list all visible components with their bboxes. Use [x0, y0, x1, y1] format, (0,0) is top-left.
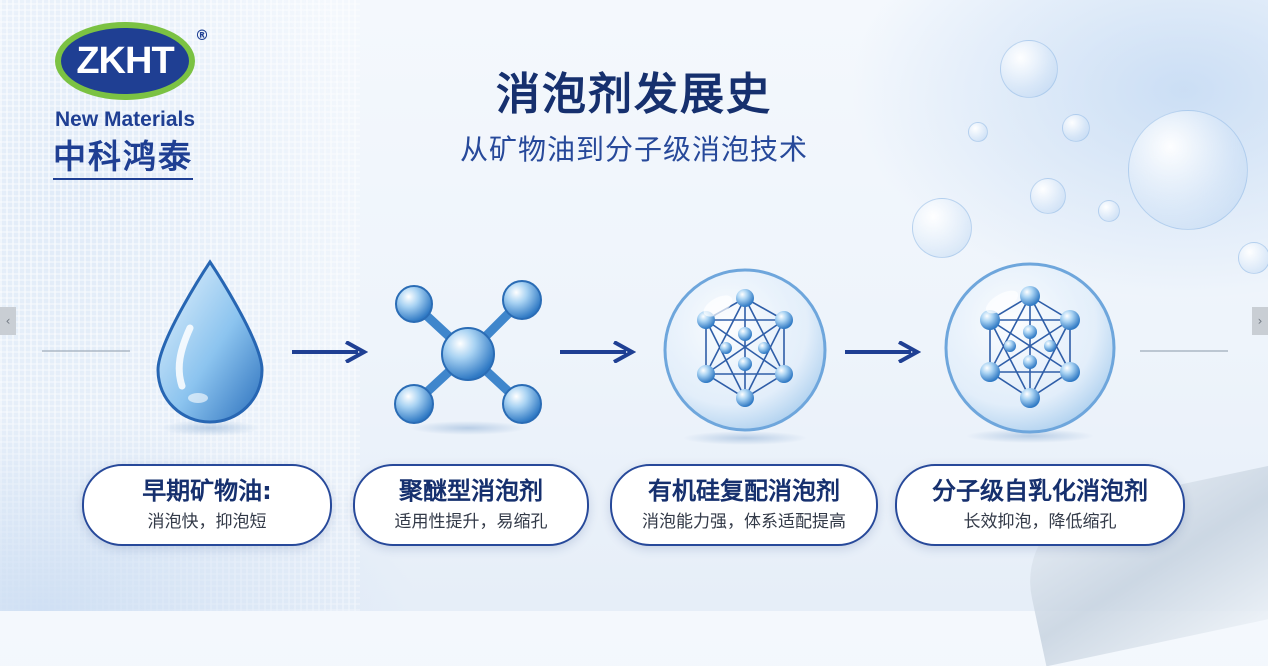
bubble-decoration	[1238, 242, 1268, 274]
left-divider-line	[42, 350, 130, 352]
stage-title: 有机硅复配消泡剂	[648, 477, 840, 505]
stage-card-molecular: 分子级自乳化消泡剂 长效抑泡，降低缩孔	[895, 464, 1185, 546]
stage-card-silicone: 有机硅复配消泡剂 消泡能力强，体系适配提高	[610, 464, 878, 546]
bubble-decoration	[1128, 110, 1248, 230]
stage-description: 长效抑泡，降低缩孔	[963, 512, 1117, 532]
silicone-network-bubble-icon	[660, 266, 830, 446]
bubble-decoration	[1000, 40, 1058, 98]
stage-title: 分子级自乳化消泡剂	[932, 477, 1148, 505]
logo-oval: ZKHT	[55, 22, 195, 100]
right-divider-line	[1140, 350, 1228, 352]
stage-title: 聚醚型消泡剂	[399, 477, 543, 505]
page-subtitle: 从矿物油到分子级消泡技术	[459, 133, 808, 166]
brand-name-en: New Materials	[55, 108, 196, 131]
prev-slide-button[interactable]: ‹	[0, 307, 16, 335]
water-drop-icon	[150, 258, 270, 438]
arrow-right-icon	[845, 341, 921, 363]
molecule-icon	[388, 278, 548, 438]
stage-description: 消泡能力强，体系适配提高	[642, 512, 846, 532]
stage-card-mineral-oil: 早期矿物油: 消泡快，抑泡短	[82, 464, 332, 546]
brand-logo: ZKHT ® New Materials 中科鸿泰	[53, 20, 223, 180]
arrow-right-icon	[292, 341, 368, 363]
stage-title: 早期矿物油:	[142, 477, 272, 505]
registered-mark: ®	[195, 28, 209, 44]
stage-description: 消泡快，抑泡短	[147, 512, 267, 532]
stage-description: 适用性提升，易缩孔	[394, 512, 548, 532]
arrow-right-icon	[560, 341, 636, 363]
next-slide-button[interactable]: ›	[1252, 307, 1268, 335]
logo-text: ZKHT	[61, 28, 189, 94]
stage-card-polyether: 聚醚型消泡剂 适用性提升，易缩孔	[353, 464, 589, 546]
bubble-decoration	[912, 198, 972, 258]
molecular-network-bubble-icon	[942, 260, 1118, 444]
bubble-decoration	[1062, 114, 1090, 142]
brand-name-cn: 中科鸿泰	[53, 130, 193, 180]
bubble-decoration	[968, 122, 988, 142]
bubble-decoration	[1030, 178, 1066, 214]
page-title: 消泡剂发展史	[496, 69, 772, 120]
bubble-decoration	[1098, 200, 1120, 222]
